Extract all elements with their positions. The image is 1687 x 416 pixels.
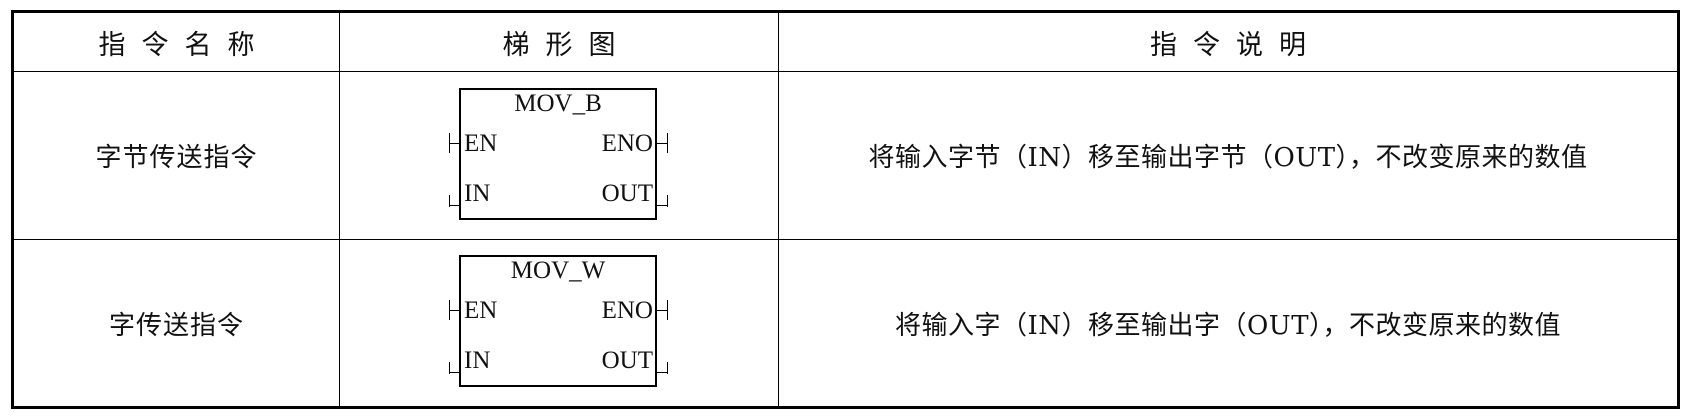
instruction-description-cell: 将输入字（IN）移至输出字（OUT），不改变原来的数值 <box>778 239 1679 408</box>
pin-out-label: OUT <box>601 179 653 207</box>
pin-en-label: EN <box>464 129 498 157</box>
table-row: 字传送指令 MOV_W EN ENO IN OUT <box>12 239 1679 408</box>
header-row: 指令名称 梯形图 指令说明 <box>12 11 1679 72</box>
pin-in-label: IN <box>464 179 491 207</box>
header-instruction-name: 指令名称 <box>12 11 340 72</box>
en-connector <box>449 142 459 144</box>
en-connector-tick <box>449 132 450 153</box>
header-ladder-diagram: 梯形图 <box>339 11 779 72</box>
in-connector-tick <box>449 194 450 207</box>
function-block-box <box>459 87 657 220</box>
out-connector <box>657 204 667 206</box>
instruction-table: 指令名称 梯形图 指令说明 字节传送指令 MOV_B EN ENO IN OUT <box>11 10 1680 409</box>
pin-en-label: EN <box>464 297 498 324</box>
ladder-function-block: MOV_W EN ENO IN OUT <box>449 255 669 391</box>
table-row: 字节传送指令 MOV_B EN ENO IN OUT <box>12 71 1679 240</box>
block-title: MOV_B <box>514 89 602 117</box>
out-connector <box>657 372 667 373</box>
pin-eno-label: ENO <box>601 129 653 157</box>
en-connector <box>449 310 459 311</box>
instruction-name-cell: 字节传送指令 <box>12 71 340 240</box>
ladder-diagram-cell: MOV_B EN ENO IN OUT <box>339 71 779 240</box>
eno-connector-tick <box>667 132 668 153</box>
in-connector-tick <box>449 362 450 374</box>
eno-connector <box>657 142 667 144</box>
ladder-diagram-cell: MOV_W EN ENO IN OUT <box>339 239 779 408</box>
eno-connector-tick <box>667 300 668 320</box>
instruction-name-cell: 字传送指令 <box>12 239 340 408</box>
in-connector <box>449 204 459 206</box>
in-connector <box>449 372 459 373</box>
pin-in-label: IN <box>464 347 491 374</box>
en-connector-tick <box>449 300 450 320</box>
pin-out-label: OUT <box>601 347 653 374</box>
instruction-table-sheet: 指令名称 梯形图 指令说明 字节传送指令 MOV_B EN ENO IN OUT <box>11 10 1680 409</box>
header-instruction-description: 指令说明 <box>778 11 1679 72</box>
eno-connector <box>657 310 667 311</box>
pin-eno-label: ENO <box>601 297 653 324</box>
out-connector-tick <box>667 362 668 374</box>
out-connector-tick <box>667 194 668 207</box>
block-title: MOV_W <box>510 257 606 284</box>
function-block-box <box>459 255 657 387</box>
ladder-function-block: MOV_B EN ENO IN OUT <box>449 87 669 224</box>
instruction-description-cell: 将输入字节（IN）移至输出字节（OUT），不改变原来的数值 <box>778 71 1679 240</box>
